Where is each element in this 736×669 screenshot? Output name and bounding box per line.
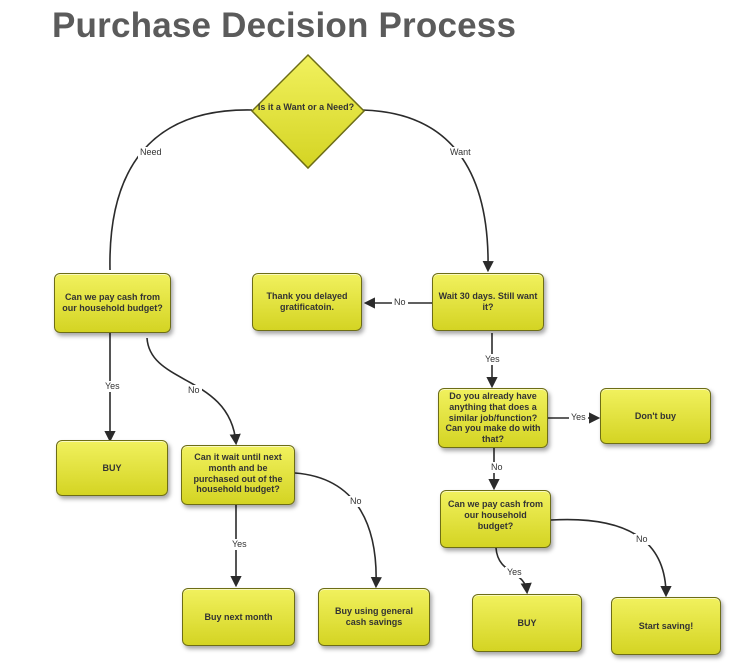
edge-no-saving <box>550 518 672 598</box>
node-thank-you: Thank you delayed gratificatoin. <box>252 273 362 331</box>
label-no-wait-month: No <box>186 385 202 396</box>
label-no-saving: No <box>634 534 650 545</box>
label-no-already: No <box>489 462 505 473</box>
edge-want <box>361 109 494 273</box>
node-want-or-need: Is it a Want or a Need? <box>257 102 355 112</box>
label-no-thank: No <box>392 297 408 308</box>
node-buy-right: BUY <box>472 594 582 652</box>
decision-diamond <box>250 53 366 170</box>
node-buy-next-month: Buy next month <box>182 588 295 646</box>
edge-need <box>109 109 253 271</box>
label-yes-buy-left: Yes <box>103 381 122 392</box>
label-need: Need <box>138 147 164 158</box>
node-can-pay-cash-right: Can we pay cash from our household budge… <box>440 490 551 548</box>
edge-no-wait-month <box>146 337 241 446</box>
node-can-pay-cash-left: Can we pay cash from our household budge… <box>54 273 171 333</box>
label-yes-next-month: Yes <box>230 539 249 550</box>
node-dont-buy: Don't buy <box>600 388 711 444</box>
label-yes-dontbuy: Yes <box>569 412 588 423</box>
page-title: Purchase Decision Process <box>52 6 517 45</box>
node-wait-next-month: Can it wait until next month and be purc… <box>181 445 295 505</box>
node-already-have: Do you already have anything that does a… <box>438 388 548 448</box>
node-wait-30-days: Wait 30 days. Still want it? <box>432 273 544 331</box>
node-buy-left: BUY <box>56 440 168 496</box>
label-yes-buy-right: Yes <box>505 567 524 578</box>
node-start-saving: Start saving! <box>611 597 721 655</box>
node-buy-general-cash: Buy using general cash savings <box>318 588 430 646</box>
edge-no-general <box>294 472 382 589</box>
label-yes-wait30: Yes <box>483 354 502 365</box>
label-want: Want <box>448 147 473 158</box>
label-no-general: No <box>348 496 364 507</box>
